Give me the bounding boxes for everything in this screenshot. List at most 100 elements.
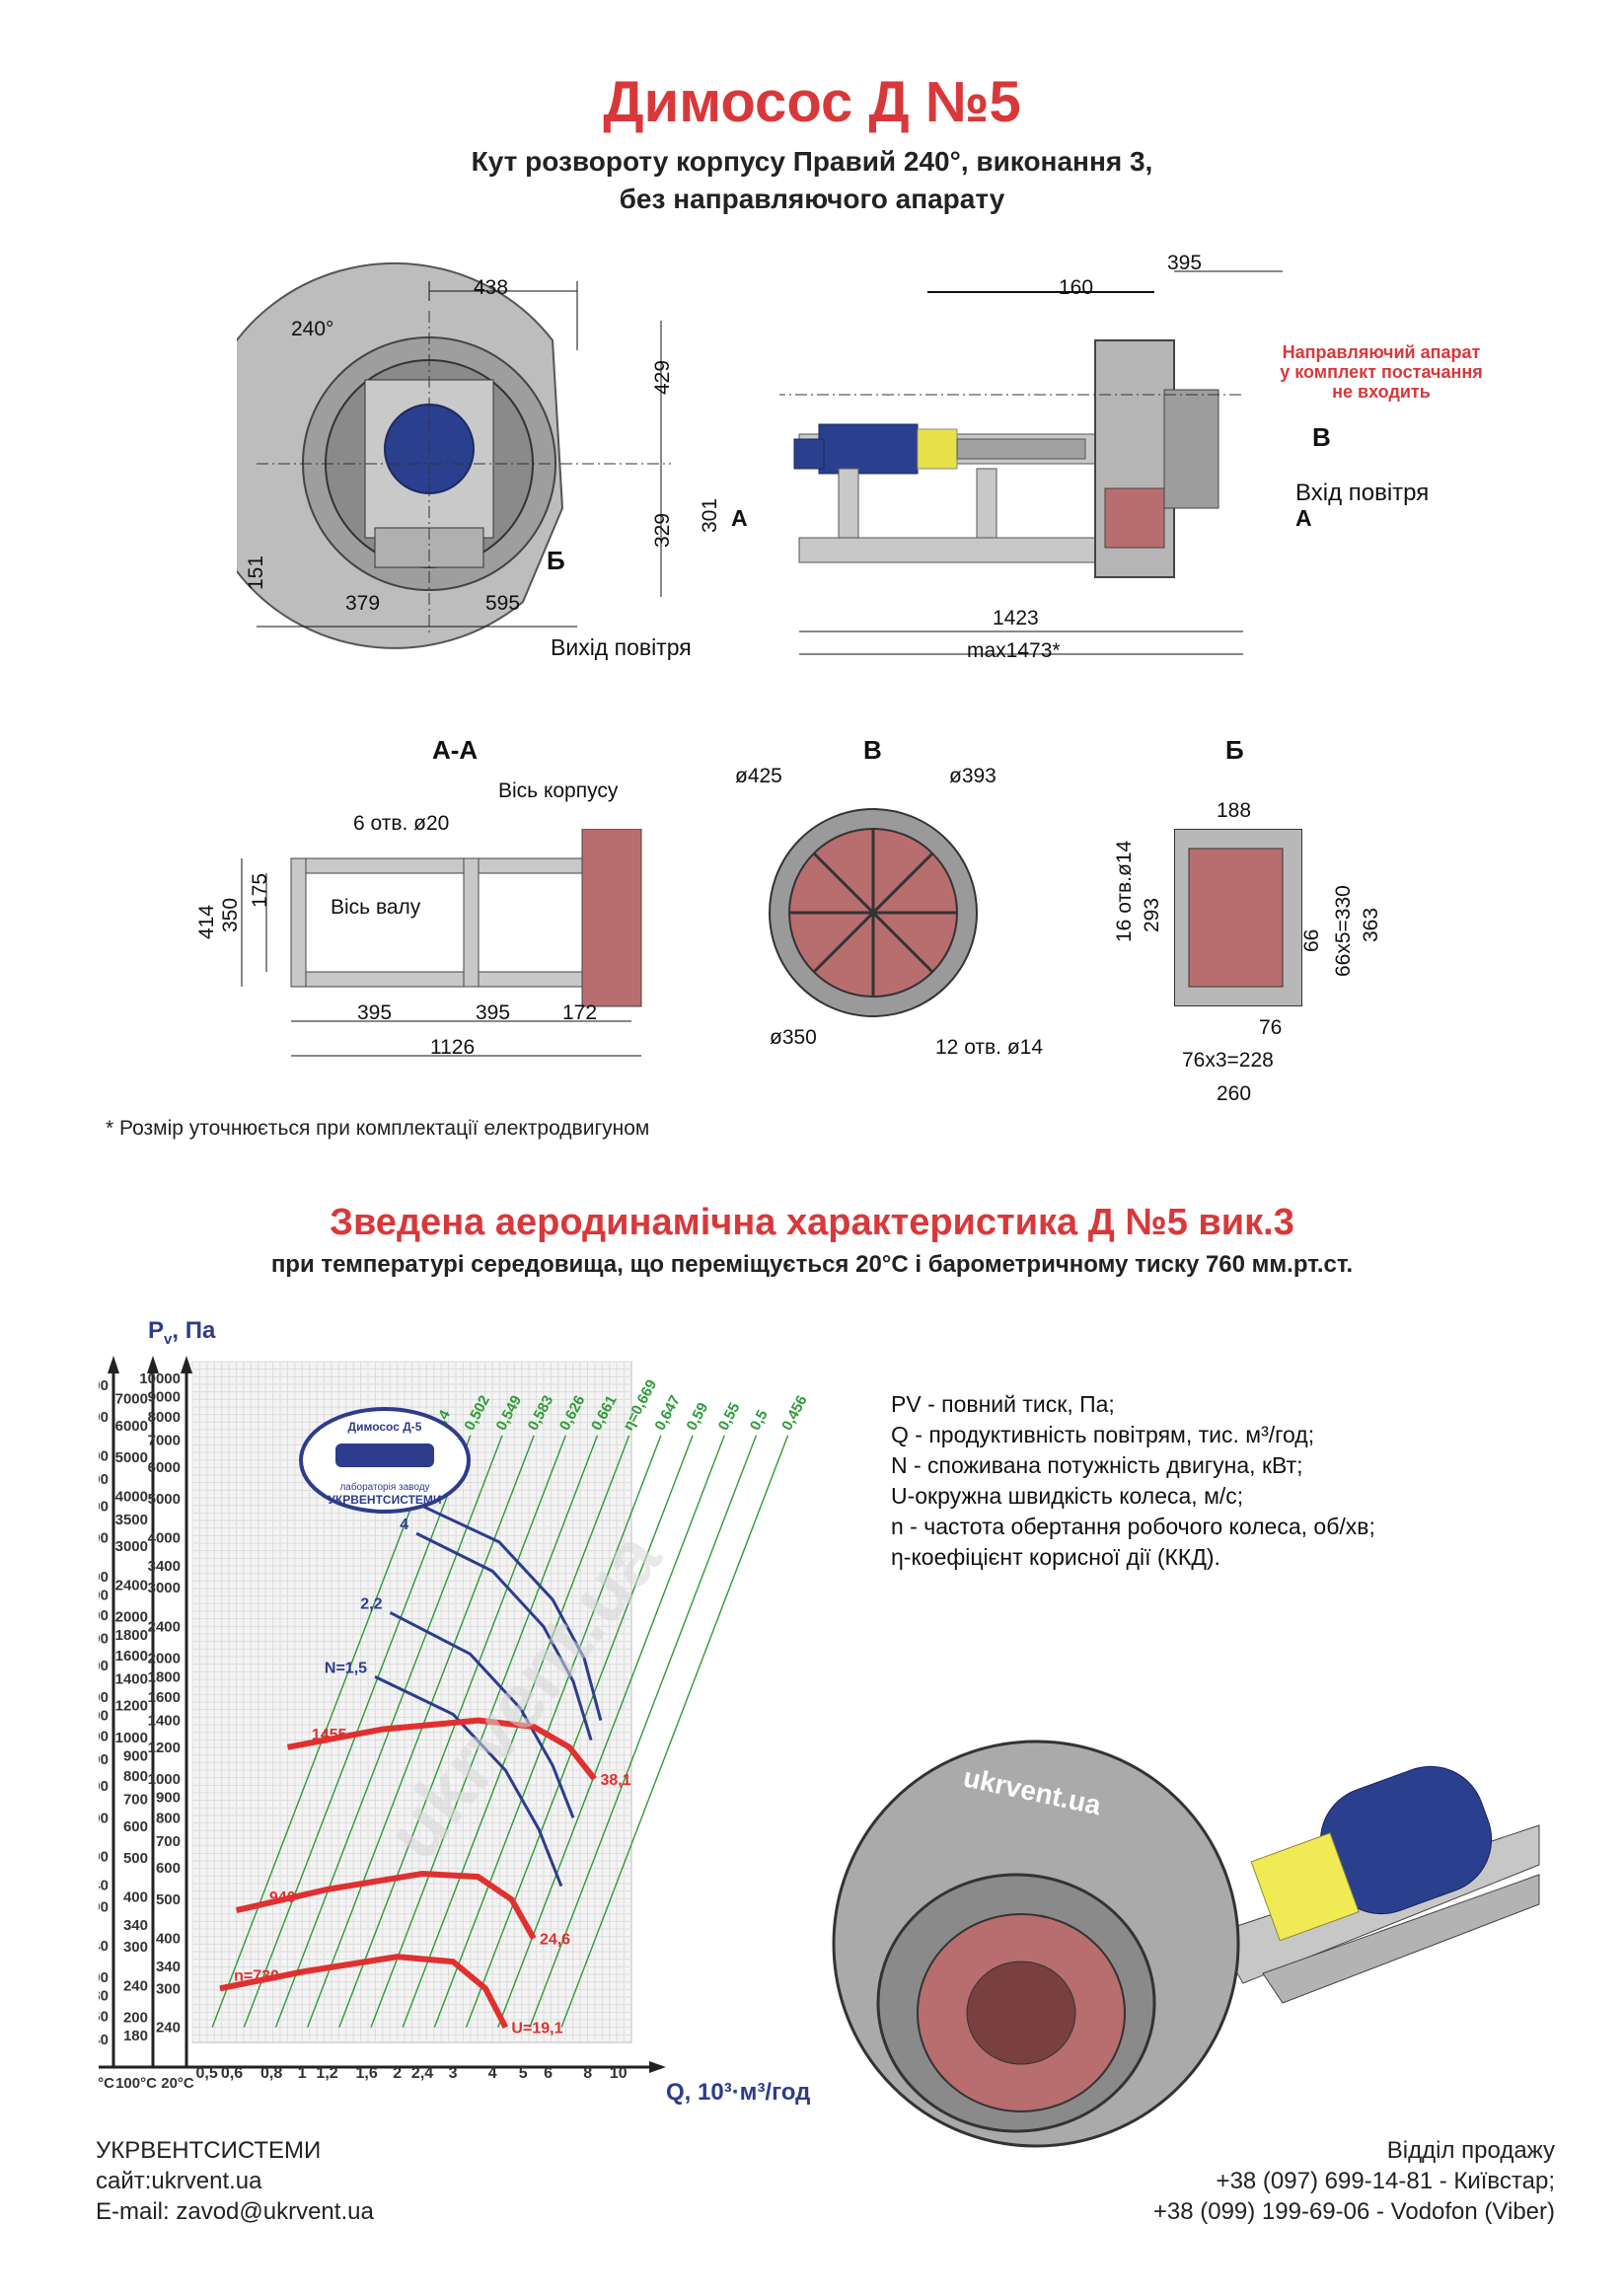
section-b-graphic [1173,828,1303,1007]
legend-item-n: N - споживана потужність двигуна, кВт; [891,1452,1303,1478]
dim-1423: 1423 [993,607,1039,630]
x-tick: 6 [544,2065,553,2082]
temp-label: 100°С [115,2075,157,2092]
y-tick-100c: 600 [123,1818,148,1835]
power-curve-label: 2,2 [360,1595,382,1612]
efficiency-line [529,1435,758,2028]
dim-438: 438 [474,276,509,299]
efficiency-label: 0,5 [747,1407,772,1433]
y-tick-20c: 1600 [148,1689,181,1706]
power-curve [421,1504,603,1721]
efficiency-label: 0,59 [684,1400,712,1434]
section-aa-graphic [241,828,642,1057]
y-tick-20c: 240 [156,2020,181,2037]
y-tick-100c: 2400 [115,1577,148,1593]
chart-logo: Димосос Д-5 лабораторія заводу УКРВЕНТСИ… [299,1407,471,1514]
chart-xlabel: Q, 10³·м³/год [666,2079,810,2106]
dim-429: 429 [651,359,674,395]
section-v-title: В [863,735,882,765]
guide-vane-note-line3: не входить [1332,382,1431,402]
dim-188: 188 [1217,799,1252,822]
dim-d393: ø393 [949,765,997,787]
y-tick-20c: 700 [156,1833,181,1850]
y-tick-20c: 1400 [148,1713,181,1730]
efficiency-line [497,1435,725,2028]
y-tick-200c: 180 [99,1987,109,2004]
aero-chart-svg: Pv, Па Q, 10³·м³/год 1000090008000700060… [73,1317,811,2106]
chart-ylabel-p: P [148,1317,164,1344]
y-tick-100c: 6000 [115,1418,148,1435]
y-tick-20c: 900 [156,1790,181,1807]
guide-vane-note-line2: у комплект постачання [1280,362,1483,382]
guide-vane-note: Направляючий апарат у комплект постачанн… [1253,342,1510,402]
efficiency-line [338,1435,567,2028]
guide-vane-note-line1: Направляючий апарат [1282,342,1481,362]
x-tick: 8 [583,2065,592,2082]
power-curve [389,1611,575,1818]
y-tick-200c: 800 [99,1728,109,1744]
dim-395-aa-2: 395 [476,1001,511,1024]
dim-angle-240: 240° [291,318,334,340]
legend-item-rpm: n - частота обертання робочого колеса, о… [891,1514,1375,1539]
dim-d350: ø350 [770,1026,817,1049]
x-tick: 4 [488,2065,497,2082]
pressure-curve [286,1717,597,1781]
dim-260: 260 [1217,1082,1252,1105]
y-tick-20c: 10000 [139,1370,181,1387]
dim-151: 151 [245,555,267,590]
power-curve-label: 4 [400,1517,408,1533]
y-tick-100c: 340 [123,1917,148,1934]
efficiency-line [465,1435,694,2028]
y-tick-20c: 340 [156,1959,181,1975]
subtitle-line-2: без направляючого апарату [619,184,1005,214]
y-tick-100c: 900 [123,1747,148,1764]
temp-label: 20°С [161,2075,194,2092]
temp-label: 200°С [99,2075,114,2092]
y-tick-100c: 400 [123,1889,148,1905]
section-aa-title: А-А [432,735,479,765]
footer-phone-2[interactable]: +38 (099) 199-69-06 - Vodofon (Viber) [1152,2198,1555,2225]
dim-66: 66 [1300,928,1323,952]
y-tick-200c: 3000 [99,1498,109,1515]
y-tick-20c: 7000 [148,1433,181,1449]
y-tick-200c: 4000 [99,1448,109,1465]
dim-76x3: 76х3=228 [1182,1049,1274,1072]
y-tick-200c: 700 [99,1751,109,1768]
x-tick: 0,5 [196,2065,218,2082]
side-section-v-label: В [1312,422,1331,452]
dim-160: 160 [1059,276,1094,299]
footer-email[interactable]: E-mail: zavod@ukrvent.ua [96,2198,374,2225]
y-tick-100c: 7000 [115,1391,148,1408]
y-tick-20c: 400 [156,1931,181,1948]
y-tick-20c: 1200 [148,1740,181,1756]
pressure-curve-label: 1455 [312,1727,347,1743]
y-tick-100c: 2000 [115,1609,148,1626]
y-tick-100c: 180 [123,2028,148,2044]
y-tick-20c: 500 [156,1891,181,1908]
y-tick-200c: 340 [99,1877,109,1893]
b-holes-label: 16 отв.ø14 [1113,840,1136,942]
footnote: * Розмір уточнюється при комплектації ел… [106,1117,650,1140]
efficiency-line [307,1435,535,2028]
y-tick-20c: 300 [156,1980,181,1997]
power-curve-label: N=1,5 [325,1660,367,1676]
dim-379: 379 [345,592,381,615]
y-tick-200c: 600 [99,1778,109,1795]
legend-item-eta: η-коефіцієнт корисної дії (ККД). [891,1544,1220,1570]
footer-site[interactable]: сайт:ukrvent.ua [96,2168,262,2194]
y-tick-200c: 6000 [99,1377,109,1394]
y-tick-100c: 4000 [115,1488,148,1505]
efficiency-line [402,1435,630,2028]
axis-shaft-label: Вісь валу [331,896,421,919]
side-section-a-label: А [731,505,748,531]
y-tick-20c: 3400 [148,1558,181,1575]
x-tick: 3 [449,2065,458,2082]
y-tick-100c: 3500 [115,1512,148,1528]
chart-ylabel-sub: v [164,1331,173,1348]
footer-phone-1[interactable]: +38 (097) 699-14-81 - Київстар; [1216,2168,1555,2194]
front-view-graphic [195,261,671,649]
legend-item-pv: PV - повний тиск, Па; [891,1391,1115,1417]
section-b-title: Б [1225,735,1244,765]
dim-363: 363 [1360,907,1382,942]
